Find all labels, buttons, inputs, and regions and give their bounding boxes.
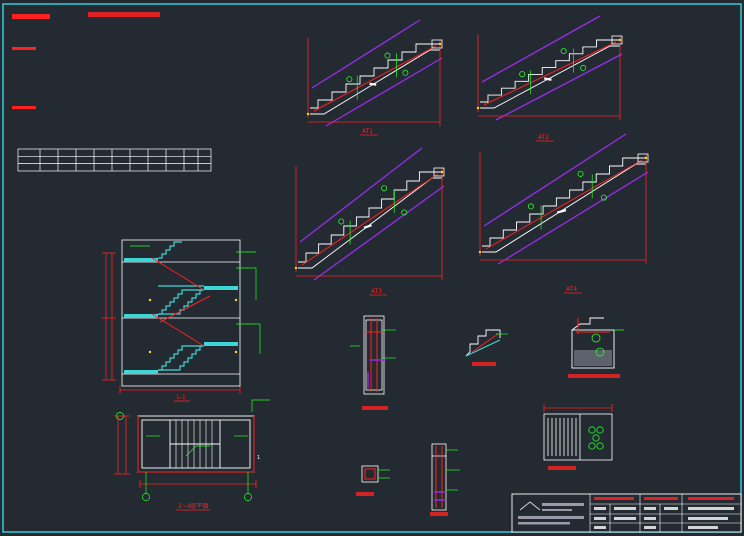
flight-tb4-mark-b (577, 170, 584, 177)
flight-tb2-guide-upper (481, 15, 601, 83)
stair-plan-2-4: 1 2~4层平面 (114, 399, 270, 511)
flight-tb3-mark-c (401, 209, 408, 216)
flight-tb3-datum-a (294, 266, 298, 270)
flight-tb4-guide-lower (497, 171, 649, 265)
flight-label-tb4: AT4 (566, 286, 577, 293)
stair-section-1-1: 1-1 (102, 239, 261, 402)
title-block (511, 493, 742, 533)
flight-tb1-slab (310, 49, 440, 115)
flight-tb4-mark-c (600, 194, 607, 201)
flight-label-tb1: AT1 (362, 128, 373, 135)
note-2-mark (12, 106, 36, 109)
flight-tb2-datum-a (476, 106, 480, 110)
stair-plan-right (543, 404, 613, 470)
joint-detail-label-bar (472, 362, 496, 366)
flight-tb3-slab (298, 177, 442, 269)
column-detail (430, 443, 460, 516)
flight-tb2-break (543, 77, 552, 81)
flight-tb1-mark-b (384, 52, 391, 59)
flight-tb3-mark-b (381, 185, 388, 192)
beam-detail-label-bar (362, 406, 388, 410)
flight-tb3-rebar (301, 173, 439, 266)
flight-tb4-datum-a (478, 250, 482, 254)
flight-tb3-guide-lower (313, 185, 445, 281)
flight-tb4-break (556, 209, 567, 214)
stair-plan-label-bar (548, 466, 576, 470)
notes-title-bar (88, 12, 160, 17)
flight-label-tb2: AT2 (538, 134, 549, 141)
flight-tb4-datum-b (644, 156, 648, 160)
section-1-1-label: 1-1 (176, 394, 186, 401)
flight-tb4-rebar (485, 159, 643, 250)
sheet-border (2, 3, 742, 533)
flight-tb2-mark-a (519, 71, 526, 78)
flight-tb1-datum-b (438, 42, 442, 46)
flight-label-tb3: AT3 (371, 288, 382, 295)
flight-tb3-profile (298, 171, 442, 263)
flight-tb4-slab (482, 163, 646, 253)
flight-tb3-guide-upper (299, 147, 423, 243)
flight-tb1-break (369, 82, 377, 86)
flight-tb2-landing (611, 35, 623, 45)
flight-tb1-guide-upper (311, 19, 421, 89)
stair-flights (294, 15, 649, 281)
notes-heading-bar (12, 14, 50, 19)
flight-tb2-guide-lower (495, 53, 623, 121)
flight-tb1-guide-lower (325, 57, 443, 127)
anchor-detail (568, 317, 624, 378)
note-1-mark (12, 47, 36, 50)
flight-tb4-mark-a (527, 203, 534, 210)
flight-tb1-rebar (313, 45, 437, 112)
flight-tb3-break (363, 224, 372, 229)
flight-tb2-slab (480, 45, 620, 109)
plan-2-4-label: 2~4层平面 (178, 503, 209, 510)
column-detail-label-bar (430, 512, 448, 516)
schedule-table (17, 148, 212, 172)
flight-tb3-mark-a (338, 218, 345, 225)
flight-tb2-profile (480, 39, 620, 103)
notes-block (12, 12, 160, 109)
flight-tb1-profile (310, 43, 440, 109)
flight-tb1-landing (431, 39, 443, 49)
flight-tb1-mark-a (346, 76, 353, 83)
flight-tb2-datum-b (618, 38, 622, 42)
flight-tb4-landing (637, 153, 649, 163)
flight-tb2-mark-c (580, 64, 587, 71)
beam-detail (350, 315, 396, 410)
flight-tb3-datum-b (440, 170, 444, 174)
anchor-detail-label-bar (568, 374, 620, 378)
flight-tb4-guide-upper (483, 133, 627, 227)
flight-tb2-mark-b (560, 48, 567, 55)
axis-label: 1 (257, 455, 260, 461)
flight-tb4-profile (482, 157, 646, 247)
flight-tb2-rebar (483, 41, 617, 106)
flight-tb1-datum-a (306, 112, 310, 116)
flight-tb3-landing (433, 167, 445, 177)
flight-tb1-mark-c (402, 69, 409, 76)
small-detail-label-bar (356, 492, 374, 496)
small-section-detail (356, 465, 390, 496)
joint-detail (465, 329, 508, 366)
company-logo (518, 501, 584, 525)
